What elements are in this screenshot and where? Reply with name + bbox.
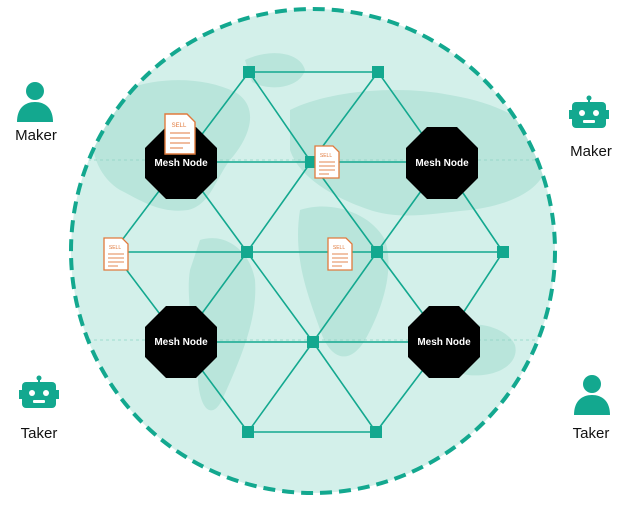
person-body: [17, 102, 53, 122]
connection-line: [247, 341, 314, 433]
relay-node: [497, 246, 509, 258]
relay-node: [242, 426, 254, 438]
relay-node: [371, 246, 383, 258]
robot-icon: [19, 375, 59, 408]
document-lines: [319, 161, 335, 175]
robot-eye: [29, 390, 35, 396]
mesh-node-bottom-left: Mesh Node: [145, 306, 217, 378]
sell-order-label: SELL: [109, 245, 121, 251]
robot-eye: [579, 110, 585, 116]
document-lines: [108, 253, 124, 267]
connection-line: [248, 71, 312, 163]
document-shape: [164, 113, 196, 155]
mesh-node-shape: [406, 127, 478, 199]
person-body: [574, 395, 610, 415]
sell-order-document: SELL: [164, 113, 196, 155]
mesh-node-label: Mesh Node: [154, 337, 208, 348]
robot-antenna-tip: [36, 375, 42, 381]
robot-mouth: [33, 400, 45, 403]
landmass-greenland: [245, 53, 305, 88]
relay-node: [370, 426, 382, 438]
maker-bot-label: Maker: [570, 143, 612, 160]
document-lines: [170, 132, 190, 149]
robot-ear: [569, 110, 572, 119]
relay-node: [241, 246, 253, 258]
connection-line: [312, 251, 378, 343]
document-lines: [332, 253, 348, 267]
mesh-node-shape: [145, 306, 217, 378]
person-icon: [574, 375, 610, 415]
robot-ear: [56, 390, 59, 399]
connection-line: [312, 341, 377, 433]
robot-head: [572, 102, 606, 128]
sell-order-document: SELL: [314, 145, 340, 179]
robot-ear: [19, 390, 22, 399]
connection-line: [246, 161, 312, 253]
relay-node: [372, 66, 384, 78]
person-head: [26, 82, 44, 100]
mesh-node-label: Mesh Node: [417, 337, 471, 348]
maker-human-label: Maker: [15, 127, 57, 144]
sell-order-label: SELL: [320, 153, 332, 159]
connection-line: [246, 251, 314, 343]
robot-antenna-tip: [586, 95, 592, 101]
relay-node: [305, 156, 317, 168]
globe-border: [69, 7, 557, 495]
taker-human-label: Taker: [572, 425, 610, 442]
mesh-node-top-right: Mesh Node: [406, 127, 478, 199]
person-icon: [17, 82, 53, 122]
landmass-africa: [298, 206, 389, 357]
mesh-node-label: Mesh Node: [154, 158, 208, 169]
sell-order-document: SELL: [327, 237, 353, 271]
robot-eye: [593, 110, 599, 116]
sell-order-label: SELL: [172, 123, 187, 129]
person-head: [583, 375, 601, 393]
taker-bot-label: Taker: [20, 425, 58, 442]
robot-mouth: [583, 120, 595, 123]
sell-order-label: SELL: [333, 245, 345, 251]
mesh-node-label: Mesh Node: [415, 158, 469, 169]
robot-head: [22, 382, 56, 408]
relay-node: [243, 66, 255, 78]
relay-node: [307, 336, 319, 348]
mesh-node-top-left: Mesh Node: [145, 127, 217, 199]
mesh-node-shape: [408, 306, 480, 378]
mesh-node-shape: [145, 127, 217, 199]
robot-eye: [43, 390, 49, 396]
robot-icon: [569, 95, 609, 128]
sell-order-document: SELL: [103, 237, 129, 271]
mesh-node-bottom-right: Mesh Node: [408, 306, 480, 378]
relay-nodes: [241, 66, 509, 438]
robot-ear: [606, 110, 609, 119]
